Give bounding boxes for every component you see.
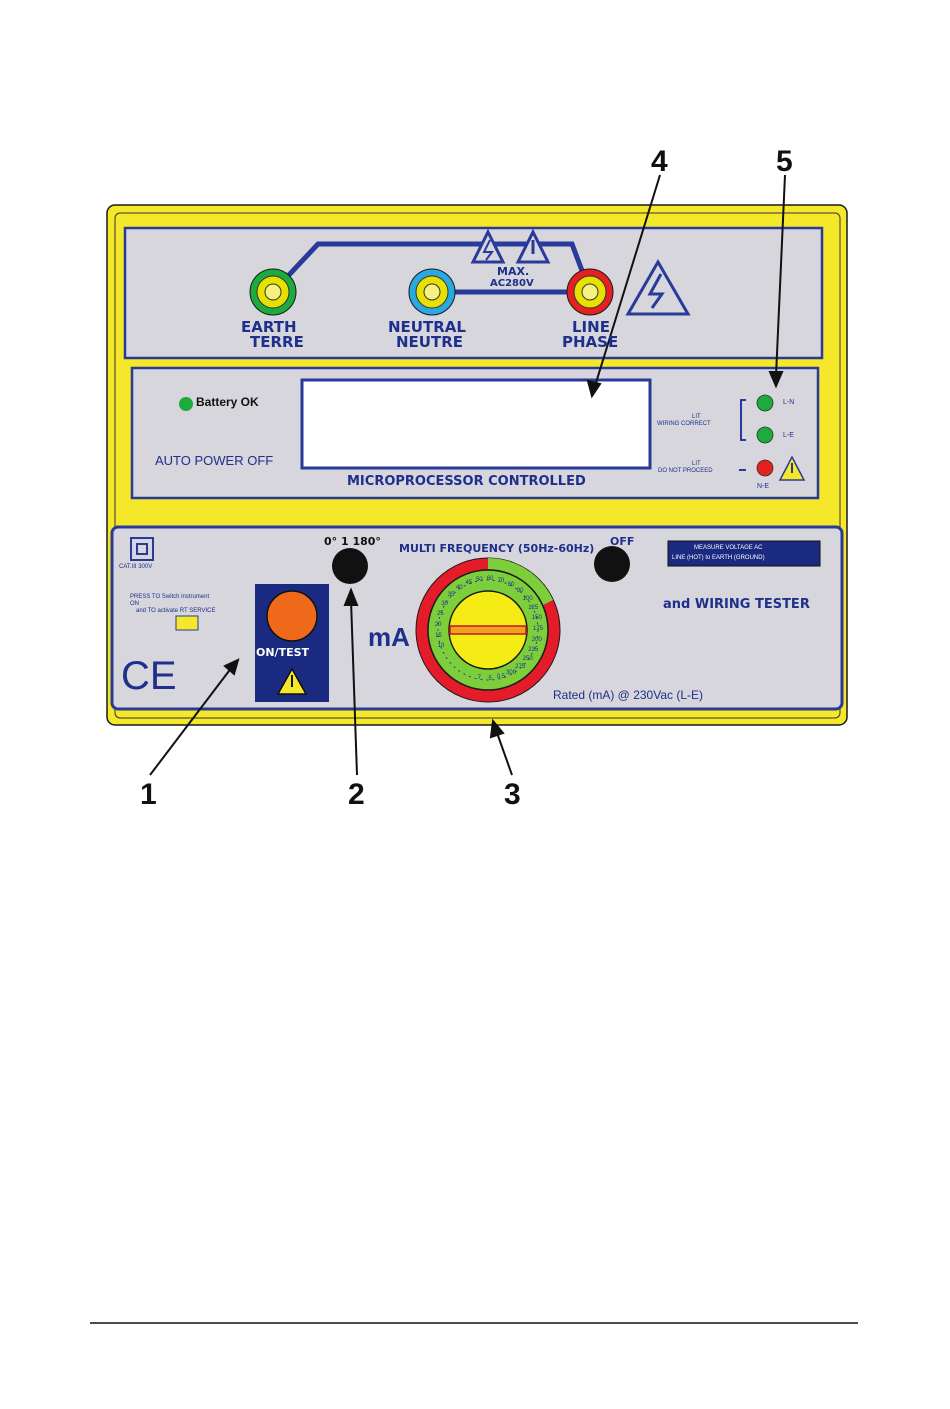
dial-tick-label: 80 [507, 581, 515, 588]
wiring-bracket [740, 399, 746, 441]
callout-5: 5 [776, 145, 793, 178]
ne-label: N-E [757, 483, 770, 490]
wiring-tester-label: and WIRING TESTER [663, 597, 810, 612]
dial-tick-label: 60 [486, 576, 494, 583]
phase-selector-label: 0° 1 180° [324, 535, 381, 548]
measure-voltage-box [667, 540, 821, 567]
dial-tick-label: 250 [522, 656, 533, 663]
phase-label: PHASE [562, 333, 619, 351]
le-label: L-E [783, 432, 794, 439]
dial-tick-label: 90 [516, 587, 524, 594]
max-label: MAX. [497, 265, 530, 278]
ln-label: L-N [783, 399, 795, 406]
dial-tick-label: 35 [447, 592, 455, 599]
wiring-correct-label: WIRING CORRECT [657, 421, 711, 427]
dial-tick-label: 225 [528, 647, 539, 654]
dial-tick-label: 5 [488, 675, 492, 682]
dial-tick-label: 125 [528, 604, 539, 611]
dial-tick-label: 150 [531, 615, 542, 622]
led-ln [756, 394, 774, 412]
dial-tick-label: 200 [531, 636, 542, 643]
on-test-label: ON/TEST [256, 646, 310, 659]
off-label: OFF [610, 535, 635, 548]
on-test-button[interactable] [266, 590, 318, 642]
dial-tick-label: 50 [475, 576, 483, 583]
do-not-proceed-label: DO NOT PROCEED [658, 468, 713, 474]
callout-3: 3 [504, 778, 521, 811]
dial-tick-label: 10 [437, 643, 445, 650]
service-icon [175, 615, 199, 631]
dial-tick-label: 70 [497, 577, 505, 584]
lit-label-1: LIT [692, 414, 701, 420]
max-voltage-value: AC280V [490, 278, 534, 289]
dial-tick-label: 0.5 [496, 674, 506, 681]
battery-led [179, 397, 193, 411]
led-ne [756, 459, 774, 477]
lcd-screen [300, 378, 652, 470]
earth-label: EARTH [241, 318, 297, 336]
neutre-label: NEUTRE [396, 333, 464, 351]
case-inner-edge [114, 212, 841, 719]
terminal-wire-path [271, 241, 593, 294]
led-le [756, 426, 774, 444]
lightning-bolt-icon [647, 273, 665, 309]
callout-4: 4 [651, 145, 668, 178]
cat-rating-label: CAT.III 300V [119, 564, 153, 570]
microprocessor-label: MICROPROCESSOR CONTROLLED [347, 474, 586, 489]
dial-tick-label: 45 [465, 579, 473, 586]
dial-tick-label: 175 [532, 626, 543, 632]
lightning-icon [482, 239, 494, 261]
battery-ok-label: Battery OK [196, 395, 259, 409]
line-label: LINE [572, 318, 610, 336]
multi-frequency-label: MULTI FREQUENCY (50Hz-60Hz) [399, 542, 595, 555]
ma-unit-label: mA [368, 622, 410, 652]
high-voltage-icon [625, 258, 691, 316]
dial-tick-label: 40 [455, 585, 463, 592]
off-button[interactable] [594, 546, 630, 582]
measure-voltage-line-1: MEASURE VOLTAGE AC [694, 545, 763, 551]
measure-voltage-line-2: LINE (HOT) to EARTH (GROUND) [672, 555, 765, 561]
neutral-label: NEUTRAL [388, 318, 466, 336]
dial-tick-label: 300 [506, 670, 517, 677]
dial-tick-label: 7 [477, 675, 481, 682]
callout-2: 2 [348, 778, 365, 811]
dial-tick-label: 25 [436, 610, 444, 617]
dial-tick-label: 30 [441, 601, 449, 607]
lit-label-2: LIT [692, 461, 701, 467]
ce-mark: CE [121, 654, 177, 698]
terre-label: TERRE [250, 333, 304, 351]
callout-1: 1 [140, 778, 157, 811]
terminal-earth[interactable] [249, 268, 297, 316]
press-text-3: and TO activate RT SERVICE [136, 608, 216, 614]
phase-selector-button[interactable] [332, 548, 368, 584]
dial-tick-label: 275 [515, 664, 526, 671]
rated-label: Rated (mA) @ 230Vac (L-E) [553, 688, 704, 702]
double-insulation-icon [130, 537, 154, 561]
callout-arrows [149, 174, 786, 776]
auto-power-off-label: AUTO POWER OFF [155, 453, 274, 468]
dial-tick-label: 100 [522, 595, 533, 602]
press-text-1: PRESS TO Switch instrument [130, 594, 210, 600]
hazard-triangle-icon [470, 228, 506, 264]
dial-tick-label: 15 [435, 632, 442, 639]
press-text-2: ON [130, 601, 139, 607]
terminal-line[interactable] [566, 268, 614, 316]
current-dial[interactable] [415, 557, 561, 703]
dial-tick-label: 20 [434, 621, 442, 628]
terminal-neutral[interactable] [408, 268, 456, 316]
